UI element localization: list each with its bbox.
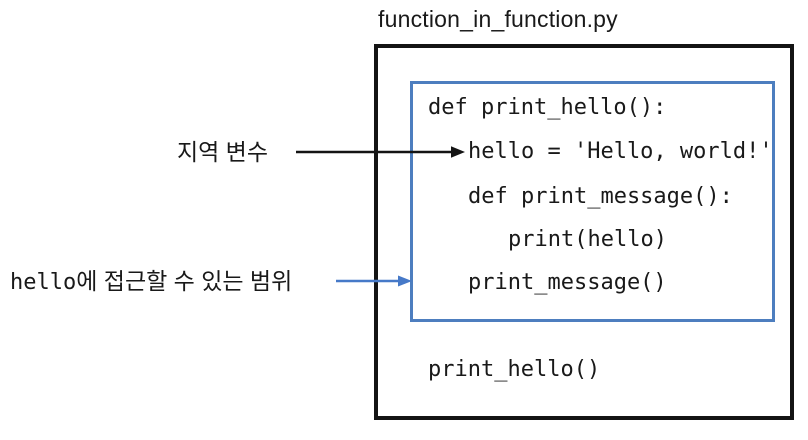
local-variable-label: 지역 변수 xyxy=(176,139,268,165)
scope-label-text-part: 에 접근할 수 있는 범위 xyxy=(76,268,293,294)
function-body-scope-box xyxy=(410,81,775,322)
code-line-def-print-message: def print_message(): xyxy=(468,184,733,209)
file-scope-box xyxy=(374,44,794,420)
code-line-def-print-hello: def print_hello(): xyxy=(428,95,667,120)
scope-annotation-label: hello에 접근할 수 있는 범위 xyxy=(10,269,292,295)
code-line-print-message-call: print_message() xyxy=(468,270,667,295)
code-line-print-hello-call: print_hello() xyxy=(428,357,601,382)
code-line-hello-assignment: hello = 'Hello, world!' xyxy=(468,139,773,164)
file-name-title: function_in_function.py xyxy=(378,6,618,32)
scope-label-code-part: hello xyxy=(10,270,77,295)
code-line-print-hello-arg: print(hello) xyxy=(508,227,667,252)
